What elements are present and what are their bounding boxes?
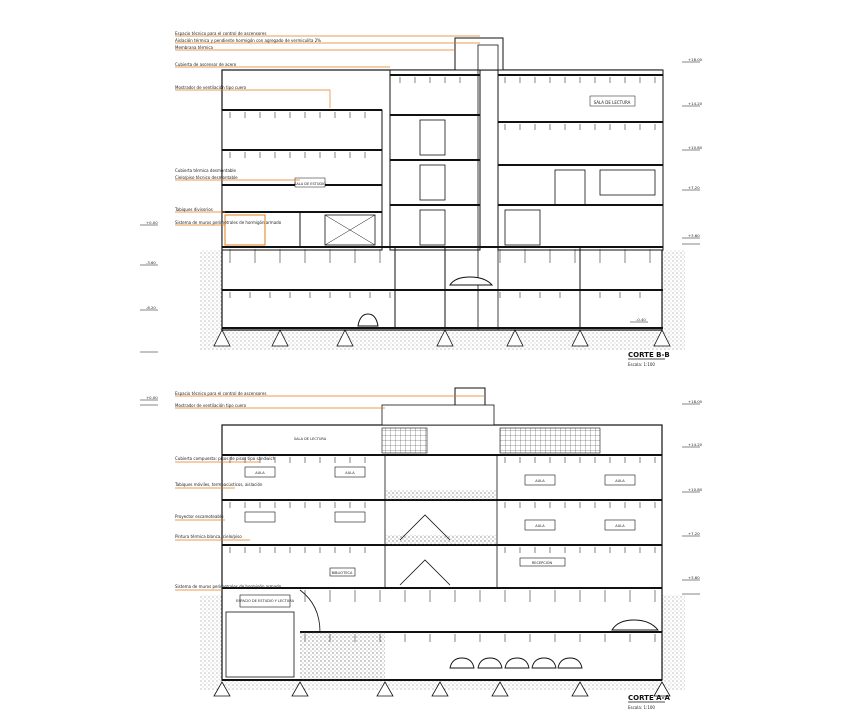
bb-note-4: Cubierta de ascensor de acero [175,62,237,67]
bb-level-7: +0.00 [146,220,158,225]
aa-room-10: ESPACIO DE ESTUDIO Y LECTURA [236,599,295,603]
aa-note-2: Mostrador de ventilación tipo cuero [175,403,247,408]
bb-note-9: Sistema de muros perimetrales de hormigó… [175,220,282,225]
bb-note-5: Mostrador de ventilación tipo cuero [175,85,247,90]
aa-room-5: AULA [535,524,545,528]
aa-note-7: Sistema de muros perimetrales de hormigó… [175,584,282,589]
aa-room-7: BIBLIOTECA [332,571,353,575]
bb-level-2: +14.20 [688,101,703,106]
aa-level-2: +14.20 [688,442,703,447]
aa-level-1: +18.00 [688,399,703,404]
bb-level-9: -6.20 [146,305,156,310]
bb-note-1: Espacio técnico para el control de ascen… [175,31,266,36]
aa-level-6: +0.00 [146,395,158,400]
bb-level-6: -0.40 [636,317,646,322]
bb-note-8: Tabiques divisorios [174,207,213,212]
bb-note-3: Membrana térmica [175,45,214,50]
section-a-a: AULA AULA AULA AULA AULA AULA BIBLIOTECA… [140,387,703,710]
aa-room-2: AULA [345,471,355,475]
section-bb-scale: Escala: 1:100 [628,362,655,367]
aa-note-4: Tabiques móviles, termoacústicos, aislac… [174,482,263,487]
bb-level-8: -3.60 [146,260,156,265]
section-bb-title: CORTE B-B [628,351,670,359]
bb-note-6: Cubierta térmica desmontable [175,168,237,173]
aa-level-5: +3.60 [688,575,700,580]
aa-room-1: AULA [255,471,265,475]
aa-level-3: +10.80 [688,487,703,492]
room-label-bb-2: SALA DE ESTUDIO [294,182,326,186]
aa-room-4: AULA [615,479,625,483]
section-aa-scale: Escala: 1:100 [628,705,655,710]
bb-level-5: +3.60 [688,233,700,238]
aa-note-1: Espacio técnico para el control de ascen… [175,391,266,396]
bb-level-4: +7.20 [688,185,700,190]
section-b-b: SALA DE LECTURA SALA DE ESTUDIO Espacio … [140,31,703,367]
bb-level-3: +10.80 [688,145,703,150]
aa-note-3: Cubierta compuesta: pisos de pisos tipo … [175,456,276,461]
aa-level-4: +7.20 [688,531,700,536]
bb-note-7: Cielo/piso técnico desmontable [175,175,238,180]
aa-note-5: Proyector escamoteable [175,514,224,519]
section-aa-title: CORTE A-A [628,694,670,702]
bb-level-1: +18.00 [688,57,703,62]
aa-room-3: AULA [535,479,545,483]
aa-room-9: SALA DE LECTURA [294,437,327,441]
aa-room-6: AULA [615,524,625,528]
bb-note-2: Aislación térmica y pendiente hormigón c… [175,38,321,43]
room-label-bb-1: SALA DE LECTURA [594,100,631,105]
aa-room-8: RECEPCIÓN [532,560,553,565]
aa-note-6: Pintura térmica blanca, cielo/piso [175,534,242,539]
